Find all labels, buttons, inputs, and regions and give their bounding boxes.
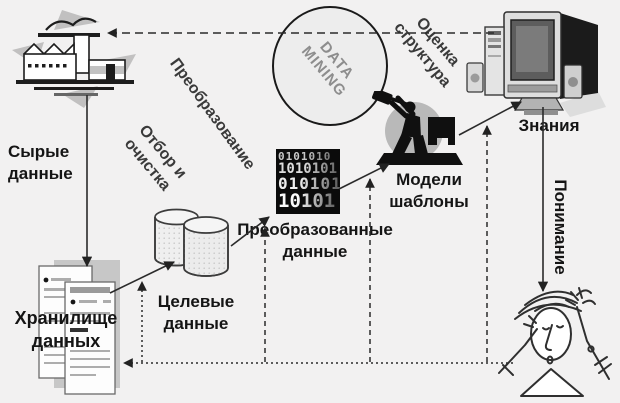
- person-thinking-icon: [498, 287, 612, 397]
- desktop-computer-icon: [466, 11, 606, 117]
- transformed-data-label: Преобразованные данные: [237, 220, 393, 261]
- binary-code-icon: 0101010 1010101 010101 10101: [276, 149, 340, 214]
- evaluation-label: Оценка структура: [390, 14, 463, 91]
- factory-icon: [12, 10, 136, 108]
- documents-stack-icon: [38, 260, 120, 395]
- binary-row: 010101: [278, 174, 340, 193]
- binary-row: 10101: [278, 190, 336, 212]
- database-cylinders-icon: [154, 208, 229, 277]
- warehouse-label: Хранилище данных: [14, 308, 118, 352]
- binary-row: 1010101: [278, 161, 338, 177]
- miner-with-hammer-icon: [372, 91, 463, 165]
- understanding-label: Понимание: [551, 179, 570, 275]
- target-data-label: Целевые данные: [157, 292, 235, 333]
- raw-data-label: Сырые данные: [8, 142, 73, 183]
- data-mining-label: DATA MINING: [297, 38, 358, 100]
- selection-cleaning-label: Отбор и очистка: [120, 121, 190, 195]
- knowledge-label: Знания: [518, 116, 580, 135]
- data-mining-circle: DATA MINING: [272, 6, 388, 126]
- models-label: Модели шаблоны: [389, 170, 469, 211]
- binary-row: 0101010: [278, 150, 332, 163]
